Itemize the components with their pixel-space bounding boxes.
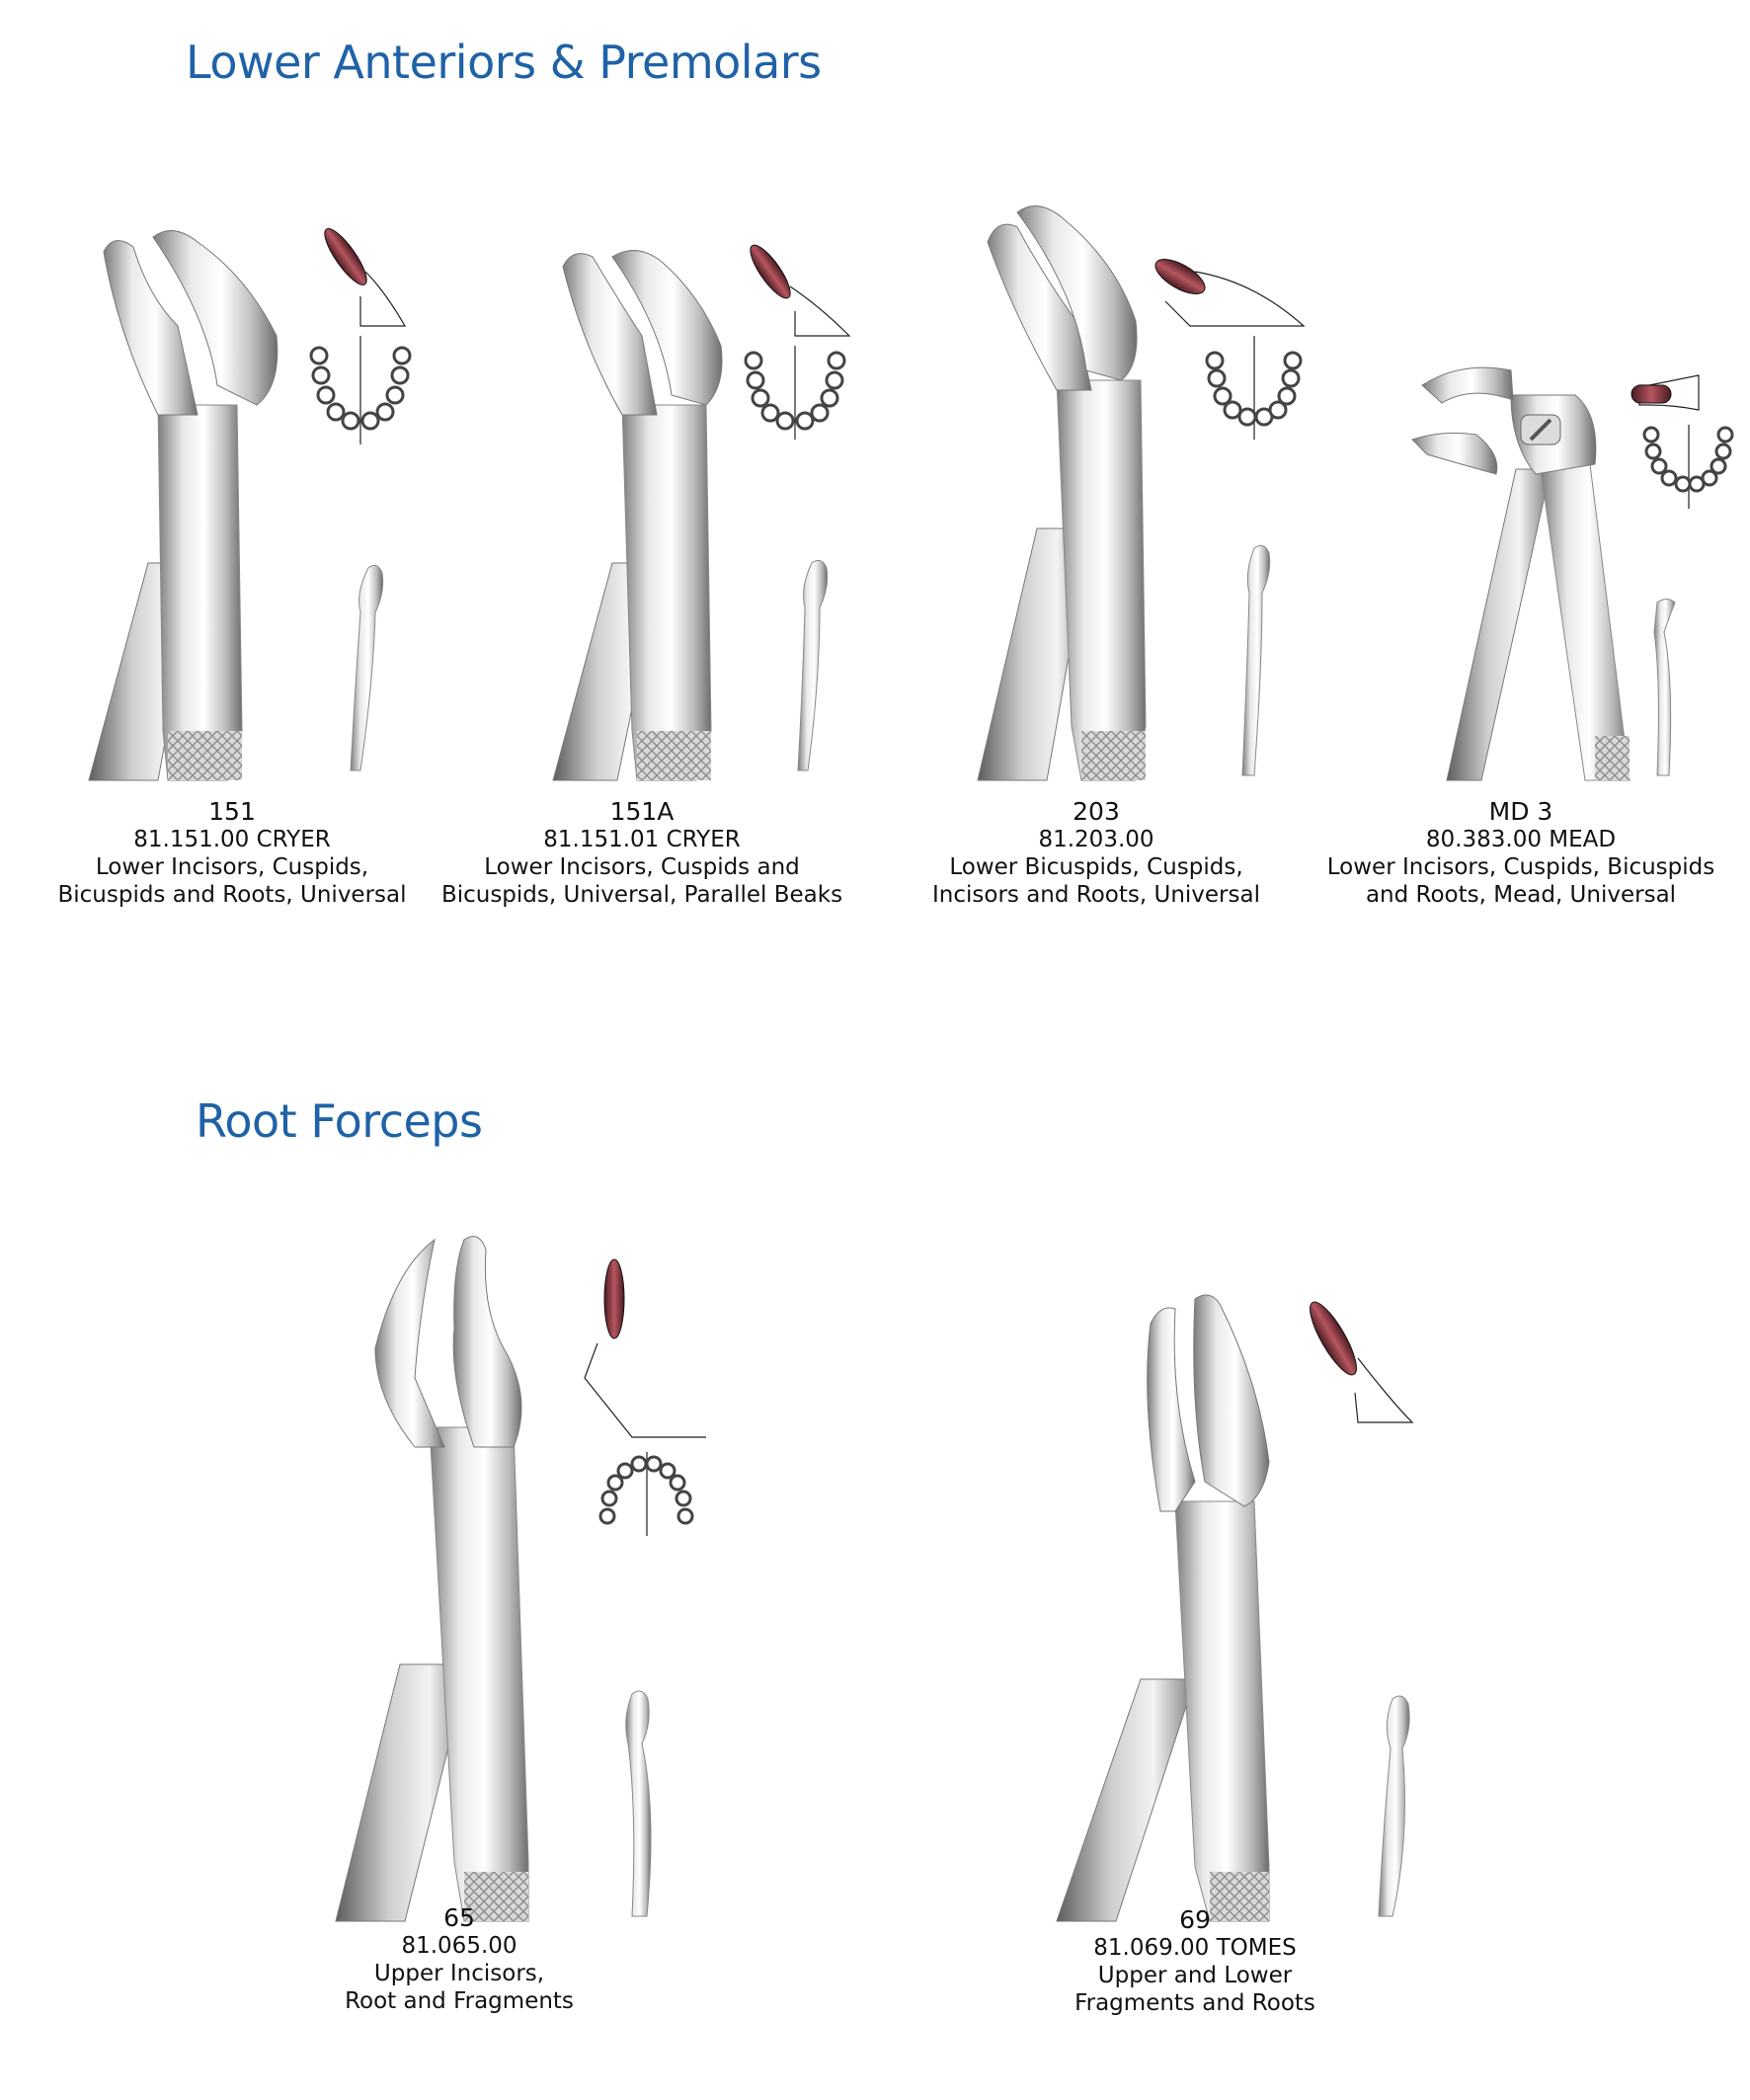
caption-69: 69 81.069.00 TOMES Upper and Lower Fragm…	[1007, 1906, 1383, 2017]
product-number: 65	[443, 1903, 475, 1932]
product-description-line2: Incisors and Roots, Universal	[932, 882, 1260, 908]
forceps-image-151a	[552, 244, 851, 781]
forceps-image-65	[335, 1236, 706, 1922]
product-code: 81.151.00 CRYER	[133, 827, 331, 852]
caption-203: 203 81.203.00 Lower Bicuspids, Cuspids, …	[904, 798, 1289, 909]
forceps-image-69	[1056, 1294, 1414, 1922]
forceps-image-151	[88, 228, 412, 781]
product-code: 81.151.01 CRYER	[543, 827, 741, 852]
forceps-image-md3	[1411, 366, 1734, 781]
product-description-line2: Root and Fragments	[345, 1988, 574, 2014]
product-description-line2: Bicuspids, Universal, Parallel Beaks	[440, 882, 843, 908]
product-number: 203	[1073, 797, 1120, 826]
product-code: 81.203.00	[1038, 827, 1154, 852]
product-number: 151	[208, 797, 256, 826]
caption-151: 151 81.151.00 CRYER Lower Incisors, Cusp…	[40, 798, 425, 909]
product-number: 151A	[609, 797, 675, 826]
product-151	[59, 217, 415, 781]
product-description-line1: Upper Incisors,	[373, 1961, 545, 1986]
product-description-line2: and Roots, Mead, Universal	[1365, 882, 1677, 908]
product-code: 81.065.00	[401, 1933, 517, 1959]
product-code: 81.069.00 TOMES	[1093, 1935, 1297, 1961]
product-description-line2: Bicuspids and Roots, Universal	[57, 882, 407, 908]
product-description-line1: Upper and Lower	[1097, 1963, 1293, 1988]
product-md3	[1402, 356, 1738, 781]
caption-md3: MD 3 80.383.00 MEAD Lower Incisors, Cusp…	[1313, 798, 1728, 909]
section-title-root-forceps: Root Forceps	[196, 1094, 483, 1148]
product-description-line2: Fragments and Roots	[1074, 1990, 1315, 2016]
product-151a	[523, 227, 879, 781]
caption-151a: 151A 81.151.01 CRYER Lower Incisors, Cus…	[435, 798, 849, 909]
product-description-line1: Lower Incisors, Cuspids and	[484, 854, 800, 880]
product-number: MD 3	[1488, 797, 1553, 826]
product-number: 69	[1179, 1905, 1211, 1934]
product-code: 80.383.00 MEAD	[1425, 827, 1617, 852]
product-description-line1: Lower Incisors, Cuspids, Bicuspids	[1326, 854, 1715, 880]
product-description-line1: Lower Bicuspids, Cuspids,	[949, 854, 1243, 880]
forceps-image-203	[977, 205, 1306, 781]
section-title-lower-anteriors: Lower Anteriors & Premolars	[186, 36, 822, 89]
product-description-line1: Lower Incisors, Cuspids,	[95, 854, 369, 880]
product-69	[1047, 1284, 1422, 1922]
product-65	[335, 1230, 731, 1922]
caption-65: 65 81.065.00 Upper Incisors, Root and Fr…	[291, 1904, 627, 2015]
product-203	[968, 202, 1323, 781]
